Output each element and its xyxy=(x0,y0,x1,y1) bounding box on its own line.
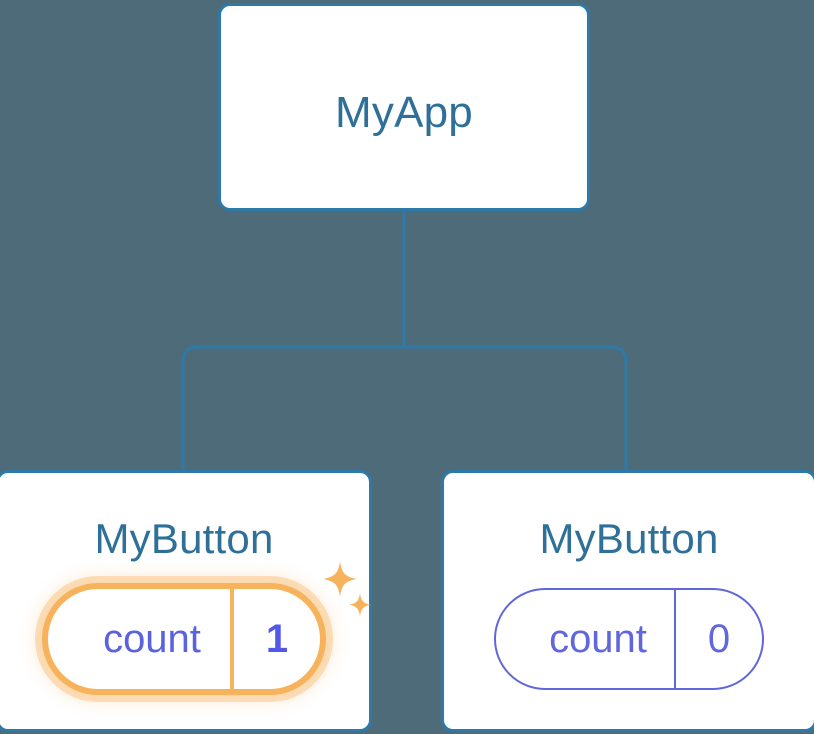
state-pill-wrapper-right: count 0 xyxy=(494,588,764,690)
sparkle-large-icon xyxy=(323,561,357,597)
connector-branch-left xyxy=(181,345,404,472)
component-title-child-right: MyButton xyxy=(539,515,719,562)
component-card-child-right[interactable]: MyButton count 0 xyxy=(441,470,814,732)
state-value-right: 0 xyxy=(707,616,731,661)
state-key-left: count xyxy=(103,616,201,661)
component-title-root: MyApp xyxy=(335,88,473,137)
component-title-child-left: MyButton xyxy=(94,515,274,562)
state-pill-divider-right xyxy=(674,590,676,688)
state-pill-right[interactable]: count 0 xyxy=(494,588,764,690)
state-value-left: 1 xyxy=(265,616,289,661)
component-card-root[interactable]: MyApp xyxy=(218,3,590,211)
sparkle-small-icon xyxy=(349,593,371,617)
state-pill-left[interactable]: count 1 xyxy=(42,583,326,695)
component-card-child-left[interactable]: MyButton count 1 xyxy=(0,470,372,732)
state-pill-divider-left xyxy=(230,589,234,689)
state-key-right: count xyxy=(549,616,647,661)
state-pill-wrapper-left: count 1 xyxy=(42,583,326,695)
connector-branch-right xyxy=(404,345,628,472)
